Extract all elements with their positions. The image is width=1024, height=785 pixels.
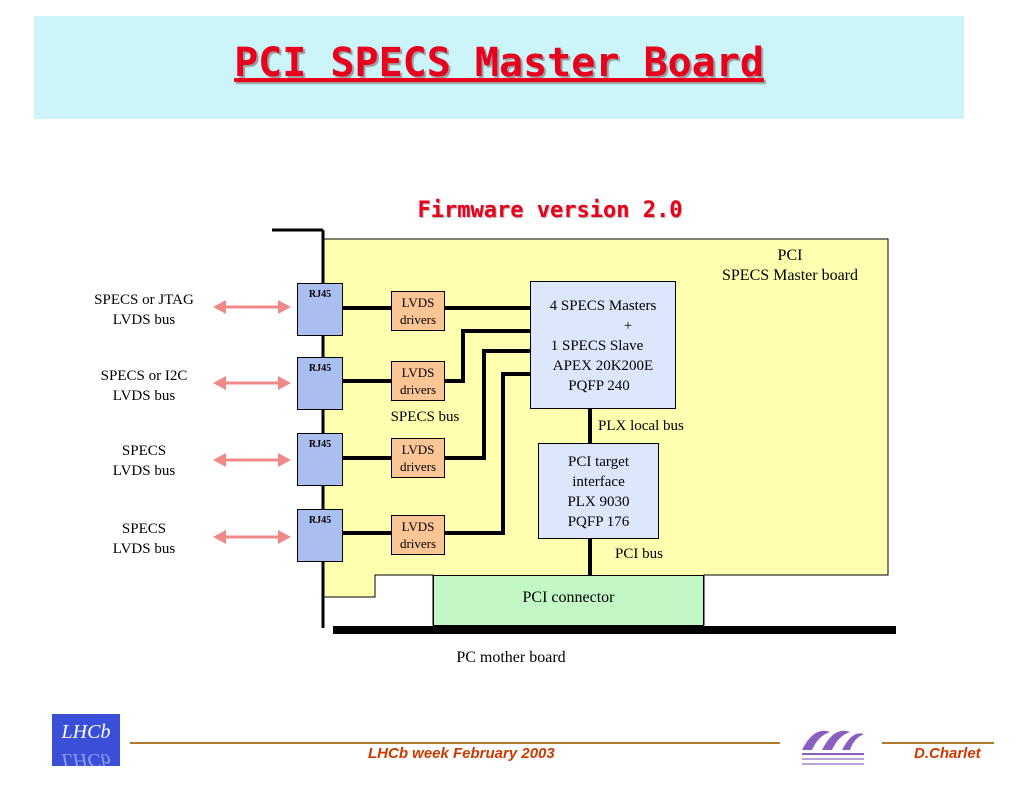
rj45-connector-2: RJ45 [297, 357, 343, 410]
specs-bus-line-3 [445, 349, 530, 460]
plx-line1: PCI target [568, 454, 629, 470]
board-label: PCI SPECS Master board [700, 246, 880, 286]
lvds-driver-2-line2: drivers [399, 382, 437, 397]
board-label-line1: PCI [777, 247, 803, 264]
fpga-line2: + [623, 318, 633, 334]
bus-label-3: SPECS LVDS bus [74, 441, 214, 481]
specs-bus-line-4 [445, 372, 530, 535]
lvds-driver-4-line1: LVDS [401, 519, 435, 534]
lhcb-logo: LHCb LHCb [52, 714, 120, 771]
bus-label-2: SPECS or I2C LVDS bus [74, 366, 214, 406]
board-label-line2: SPECS Master board [722, 267, 858, 284]
lvds-driver-4-line2: drivers [399, 536, 437, 551]
lal-logo-graphic [802, 730, 864, 765]
plx-line4: PQFP 176 [567, 514, 630, 530]
bus-label-2-line1: SPECS or I2C [100, 368, 188, 384]
footer-author: D.Charlet [914, 745, 981, 762]
lvds-driver-4: LVDS drivers [391, 515, 445, 555]
plx-local-bus-label: PLX local bus [598, 418, 684, 434]
bus-label-4-line1: SPECS [121, 521, 167, 537]
firmware-subtitle: Firmware version 2.0 [417, 198, 683, 223]
lvds-driver-1-line2: drivers [399, 312, 437, 327]
page-title: PCI SPECS Master Board [234, 40, 764, 86]
bus-label-3-line1: SPECS [121, 443, 167, 459]
plx-chip: PCI target interface PLX 9030 PQFP 176 [538, 443, 659, 539]
bus-label-3-line2: LVDS bus [112, 463, 176, 479]
bus-label-1: SPECS or JTAG LVDS bus [74, 290, 214, 330]
rj45-connector-1: RJ45 [297, 283, 343, 336]
bus-label-2-line2: LVDS bus [112, 388, 176, 404]
footer-rule-left [130, 742, 780, 744]
bus-label-4: SPECS LVDS bus [74, 519, 214, 559]
fpga-line1: 4 SPECS Masters [549, 298, 657, 314]
bus-label-1-line2: LVDS bus [112, 312, 176, 328]
footer-rule-right [882, 742, 994, 744]
bus-label-1-line1: SPECS or JTAG [94, 292, 194, 308]
bus-arrow-1 [213, 300, 291, 314]
lvds-driver-3-line2: drivers [399, 459, 437, 474]
bus-arrow-4 [213, 530, 291, 544]
lvds-driver-1: LVDS drivers [391, 291, 445, 331]
fpga-line4: APEX 20K200E [552, 358, 654, 374]
fpga-line5: PQFP 240 [568, 378, 630, 394]
specs-bus-label: SPECS bus [390, 409, 460, 425]
bus-label-4-line2: LVDS bus [112, 541, 176, 557]
rj45-connector-3: RJ45 [297, 433, 343, 486]
bus-arrow-2 [213, 376, 291, 390]
specs-bus-line-2 [445, 329, 530, 383]
plx-line3: PLX 9030 [567, 494, 630, 510]
pci-bus-label: PCI bus [615, 546, 663, 562]
fpga-line3: 1 SPECS Slave [550, 338, 644, 354]
svg-text:LHCb: LHCb [61, 749, 111, 766]
footer-event: LHCb week February 2003 [368, 745, 555, 762]
lvds-driver-2: LVDS drivers [391, 361, 445, 401]
svg-text:LHCb: LHCb [61, 721, 111, 743]
pci-connector: PCI connector [433, 575, 704, 626]
bus-arrow-3 [213, 453, 291, 467]
fpga-chip: 4 SPECS Masters + 1 SPECS Slave APEX 20K… [530, 281, 676, 409]
lhcb-logo-graphic: LHCb LHCb [52, 714, 120, 771]
lal-logo [796, 722, 868, 766]
title-banner: PCI SPECS Master Board [34, 16, 964, 119]
plx-line2: interface [572, 474, 625, 490]
rj45-connector-4: RJ45 [297, 509, 343, 562]
lvds-driver-3: LVDS drivers [391, 438, 445, 478]
pc-mother-board-label: PC mother board [456, 649, 566, 666]
lvds-driver-3-line1: LVDS [401, 442, 435, 457]
lvds-driver-1-line1: LVDS [401, 295, 435, 310]
lvds-driver-2-line1: LVDS [401, 365, 435, 380]
